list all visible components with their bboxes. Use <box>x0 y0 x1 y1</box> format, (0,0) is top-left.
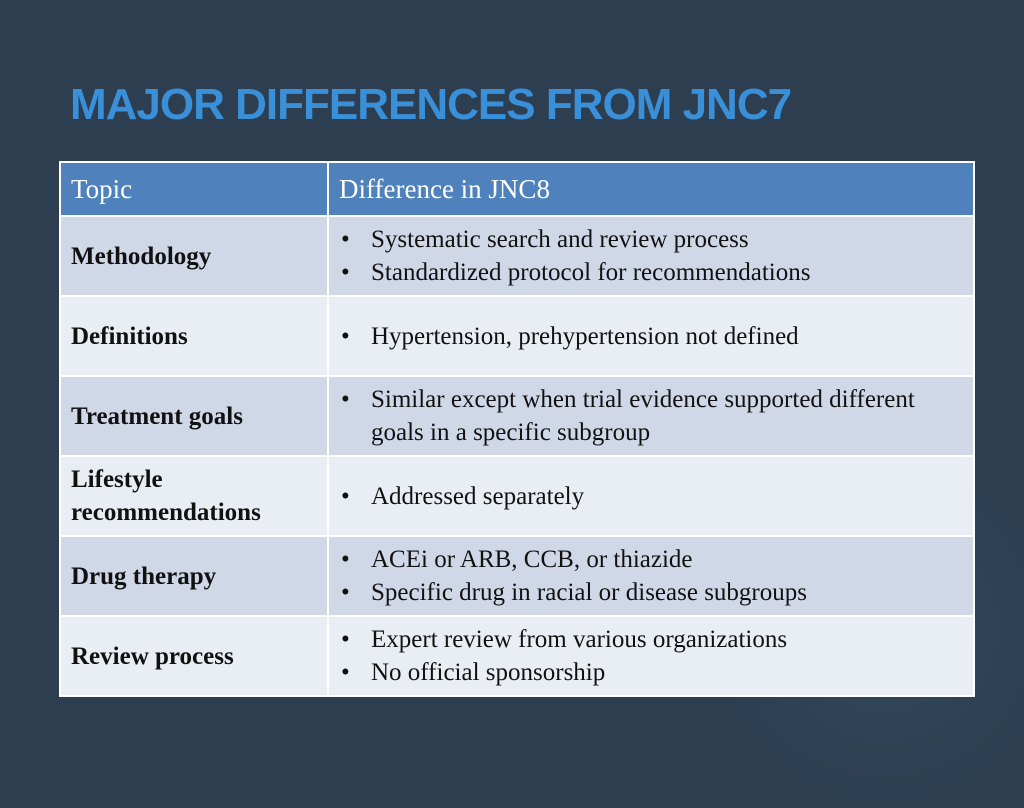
table-row: Lifestyle recommendations Addressed sepa… <box>59 455 975 537</box>
bullet-list: Similar except when trial evidence suppo… <box>339 383 963 449</box>
bullet-item: Systematic search and review process <box>339 223 963 256</box>
difference-cell: Similar except when trial evidence suppo… <box>327 375 975 457</box>
topic-cell: Review process <box>59 615 329 697</box>
bullet-item: Similar except when trial evidence suppo… <box>339 383 963 449</box>
bullet-item: Specific drug in racial or disease subgr… <box>339 576 963 609</box>
differences-table: Topic Difference in JNC8 Methodology Sys… <box>59 161 975 697</box>
bullet-list: Hypertension, prehypertension not define… <box>339 320 963 353</box>
bullet-list: Expert review from various organizations… <box>339 623 963 689</box>
bullet-item: Addressed separately <box>339 480 963 513</box>
table-row: Drug therapy ACEi or ARB, CCB, or thiazi… <box>59 535 975 617</box>
topic-cell: Definitions <box>59 295 329 377</box>
bullet-item: Expert review from various organizations <box>339 623 963 656</box>
topic-cell: Methodology <box>59 215 329 297</box>
table-row: Definitions Hypertension, prehypertensio… <box>59 295 975 377</box>
bullet-list: Addressed separately <box>339 480 963 513</box>
bullet-list: Systematic search and review process Sta… <box>339 223 963 289</box>
topic-cell: Drug therapy <box>59 535 329 617</box>
table-row: Review process Expert review from variou… <box>59 615 975 697</box>
topic-cell: Lifestyle recommendations <box>59 455 329 537</box>
difference-cell: Hypertension, prehypertension not define… <box>327 295 975 377</box>
table-header-row: Topic Difference in JNC8 <box>59 161 975 217</box>
difference-cell: Expert review from various organizations… <box>327 615 975 697</box>
header-topic: Topic <box>59 161 329 217</box>
difference-cell: Addressed separately <box>327 455 975 537</box>
bullet-list: ACEi or ARB, CCB, or thiazide Specific d… <box>339 543 963 609</box>
table-row: Treatment goals Similar except when tria… <box>59 375 975 457</box>
bullet-item: Standardized protocol for recommendation… <box>339 256 963 289</box>
slide-title: MAJOR DIFFERENCES FROM JNC7 <box>70 80 792 129</box>
table-row: Methodology Systematic search and review… <box>59 215 975 297</box>
difference-cell: Systematic search and review process Sta… <box>327 215 975 297</box>
difference-cell: ACEi or ARB, CCB, or thiazide Specific d… <box>327 535 975 617</box>
header-difference: Difference in JNC8 <box>327 161 975 217</box>
bullet-item: ACEi or ARB, CCB, or thiazide <box>339 543 963 576</box>
bullet-item: Hypertension, prehypertension not define… <box>339 320 963 353</box>
bullet-item: No official sponsorship <box>339 656 963 689</box>
topic-cell: Treatment goals <box>59 375 329 457</box>
